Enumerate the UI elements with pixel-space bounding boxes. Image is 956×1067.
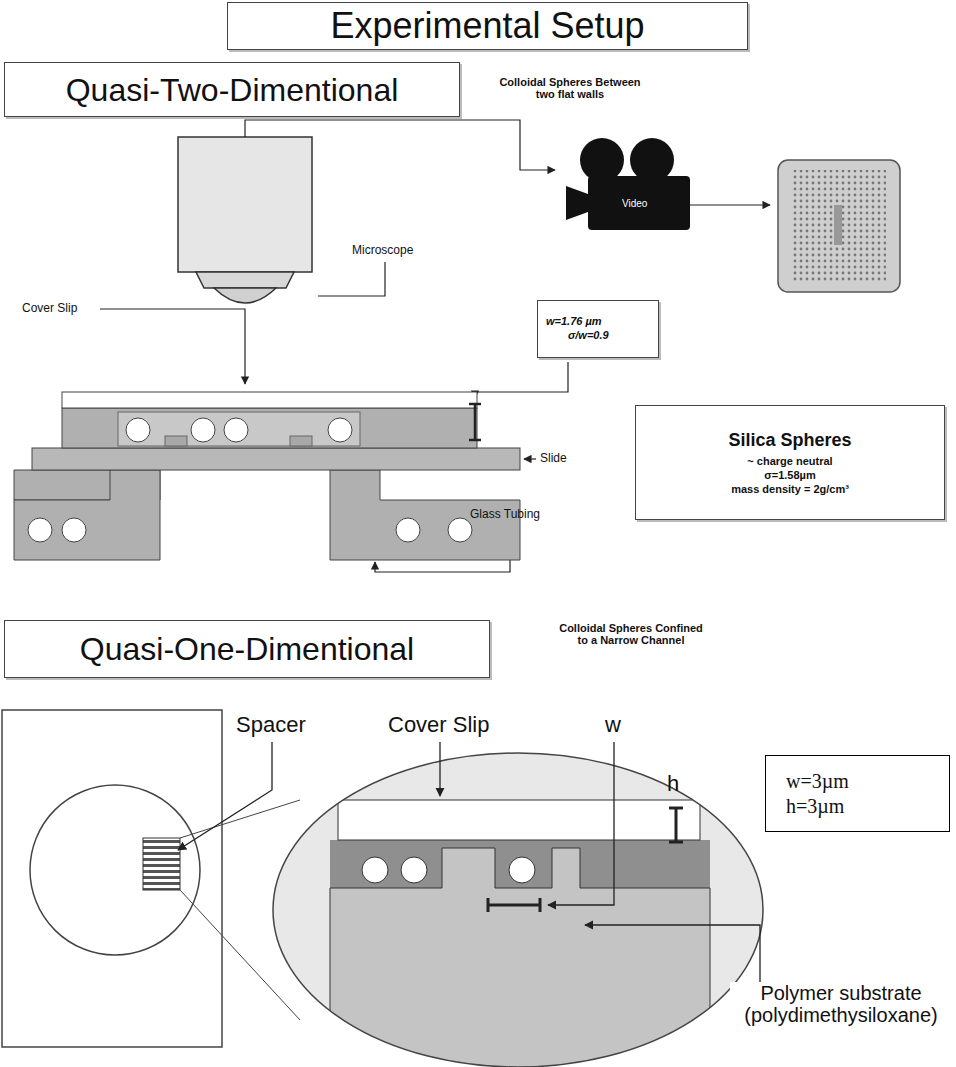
part-label: Glass Tubing xyxy=(470,508,540,521)
leader-line xyxy=(318,262,385,296)
sample-cell xyxy=(14,392,520,560)
leader-line xyxy=(548,742,614,905)
microscope xyxy=(178,137,312,303)
leader-line xyxy=(439,742,440,796)
signal-line xyxy=(690,204,770,205)
sphere-box: Silica Spheres ~ charge neutralσ=1.58µmma… xyxy=(635,405,945,520)
part-label: Cover Slip xyxy=(22,302,77,315)
box-text: w=1.76 µm xyxy=(546,315,650,329)
height-bracket xyxy=(669,808,683,842)
leader-line xyxy=(100,309,245,384)
gap-bracket xyxy=(469,404,481,440)
channel-section xyxy=(270,750,770,1067)
section-heading: Quasi-One-Dimentional xyxy=(4,620,490,678)
part-label: Video xyxy=(622,198,647,209)
box-text: σ/w=0.9 xyxy=(546,329,650,343)
part-label: w xyxy=(605,713,621,737)
box-text: w=3µm xyxy=(774,769,941,794)
title-box: Experimental Setup xyxy=(227,2,748,50)
box-text: h=3µm xyxy=(774,794,941,819)
leader-line xyxy=(524,458,536,459)
video-camera xyxy=(566,138,690,230)
section-heading: Quasi-Two-Dimentional xyxy=(4,62,460,117)
gap-box: w=1.76 µmσ/w=0.9 xyxy=(537,300,659,358)
box-text: σ=1.58µm xyxy=(644,469,936,483)
leader-line xyxy=(475,362,568,398)
box-text: Quasi-Two-Dimentional xyxy=(13,70,451,110)
part-label: h xyxy=(667,772,679,796)
channel-size-box: w=3µmh=3µm xyxy=(765,755,950,832)
part-label: Colloidal Spheres Confined to a Narrow C… xyxy=(556,622,706,646)
box-text: ~ charge neutral xyxy=(644,455,936,469)
zoom-outline xyxy=(273,753,763,1067)
part-label: Polymer substrate (polydimethysiloxane) xyxy=(730,982,952,1026)
part-label: Cover Slip xyxy=(388,713,489,737)
computer xyxy=(778,160,900,292)
part-label: Microscope xyxy=(352,244,413,257)
title: Experimental Setup xyxy=(330,5,644,47)
width-bracket xyxy=(488,898,540,912)
box-text: mass density = 2g/cm³ xyxy=(644,483,936,497)
slide-overview xyxy=(2,710,300,1047)
part-label: Colloidal Spheres Between two flat walls xyxy=(495,76,645,100)
part-label: Spacer xyxy=(236,713,306,737)
leader-line xyxy=(178,742,272,850)
part-label: Slide xyxy=(540,452,567,465)
box-text: Silica Spheres xyxy=(644,429,936,452)
signal-line xyxy=(245,120,555,170)
box-text: Quasi-One-Dimentional xyxy=(13,629,481,669)
